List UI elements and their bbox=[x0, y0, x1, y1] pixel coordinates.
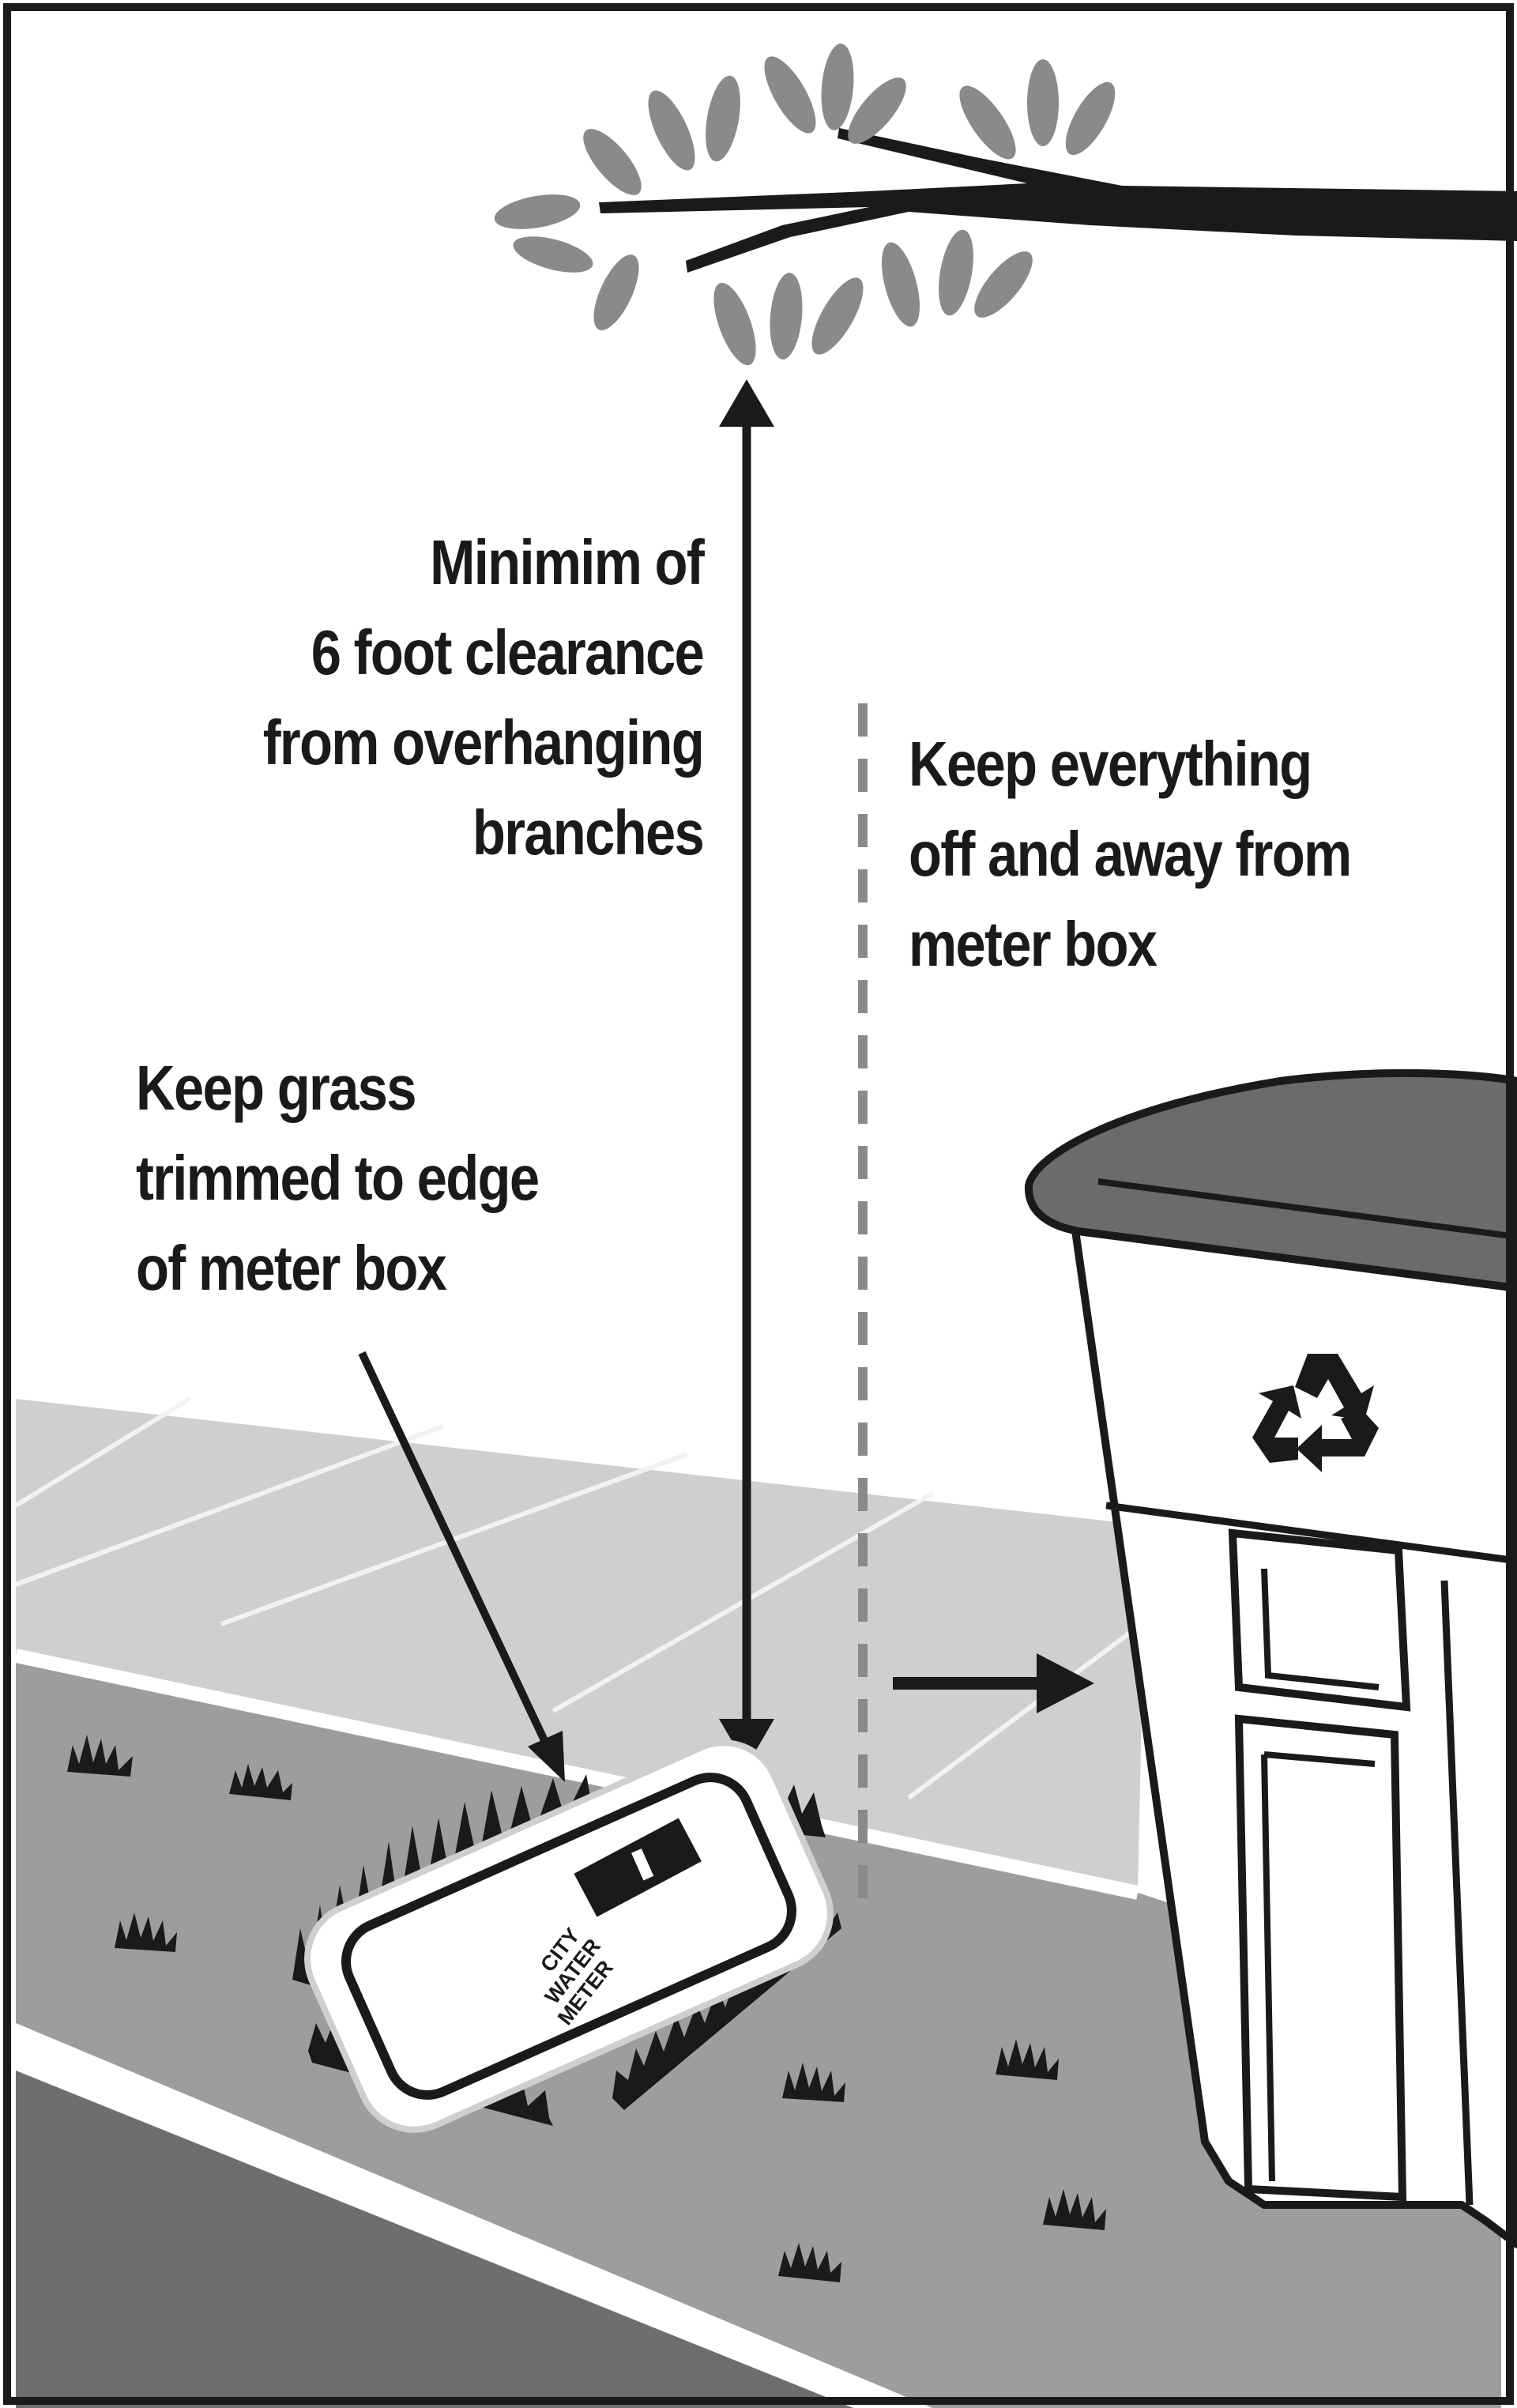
grass-line-1: Keep grass bbox=[136, 1053, 416, 1123]
cart-handle-inner bbox=[1261, 1568, 1380, 1690]
cart-handle-window bbox=[1228, 1528, 1411, 1712]
grass-pointer-arrow bbox=[358, 1351, 565, 1782]
cart-panel bbox=[1234, 1714, 1407, 2202]
frame-border bbox=[3, 3, 1514, 2405]
sidewalk-joints bbox=[14, 1396, 1143, 1800]
grass-label: Keep grass trimmed to edge of meter box bbox=[136, 1043, 540, 1313]
keep-away-arrow bbox=[893, 1653, 1094, 1713]
grass-line-2: trimmed to edge bbox=[136, 1143, 540, 1213]
recycling-cart bbox=[1024, 1068, 1517, 2248]
cart-panel-inner bbox=[1261, 1751, 1376, 2182]
keep-away-label: Keep everything off and away from meter … bbox=[909, 719, 1352, 989]
meter-box bbox=[304, 1739, 834, 2133]
sidewalk-edge bbox=[14, 1649, 1139, 1900]
clearance-line-4: branches bbox=[472, 797, 705, 868]
cart-side-edge bbox=[1440, 1580, 1474, 2206]
cart-lid bbox=[1024, 1068, 1517, 1293]
clearance-line-3: from overhanging bbox=[262, 707, 705, 778]
clearance-line-1: Minimim of bbox=[430, 527, 705, 597]
road bbox=[16, 2071, 853, 2408]
clearance-line-2: 6 foot clearance bbox=[311, 617, 705, 688]
grass-tufts-scattered bbox=[67, 1735, 1106, 2282]
keep-away-line-2: off and away from bbox=[909, 819, 1352, 889]
grass-strip bbox=[16, 1656, 1501, 2408]
keep-away-line-3: meter box bbox=[909, 909, 1158, 979]
curb bbox=[16, 2023, 932, 2408]
grass-line-3: of meter box bbox=[136, 1233, 447, 1303]
recycle-icon bbox=[1252, 1354, 1379, 1472]
keep-away-line-1: Keep everything bbox=[909, 729, 1312, 799]
clearance-arrow bbox=[719, 379, 774, 1766]
leaves bbox=[494, 43, 1116, 366]
cart-rim bbox=[1105, 1502, 1517, 1565]
tree-branch bbox=[599, 128, 1517, 273]
cart-lid-line bbox=[1097, 1178, 1517, 1240]
clearance-label: Minimim of 6 foot clearance from overhan… bbox=[262, 518, 705, 878]
